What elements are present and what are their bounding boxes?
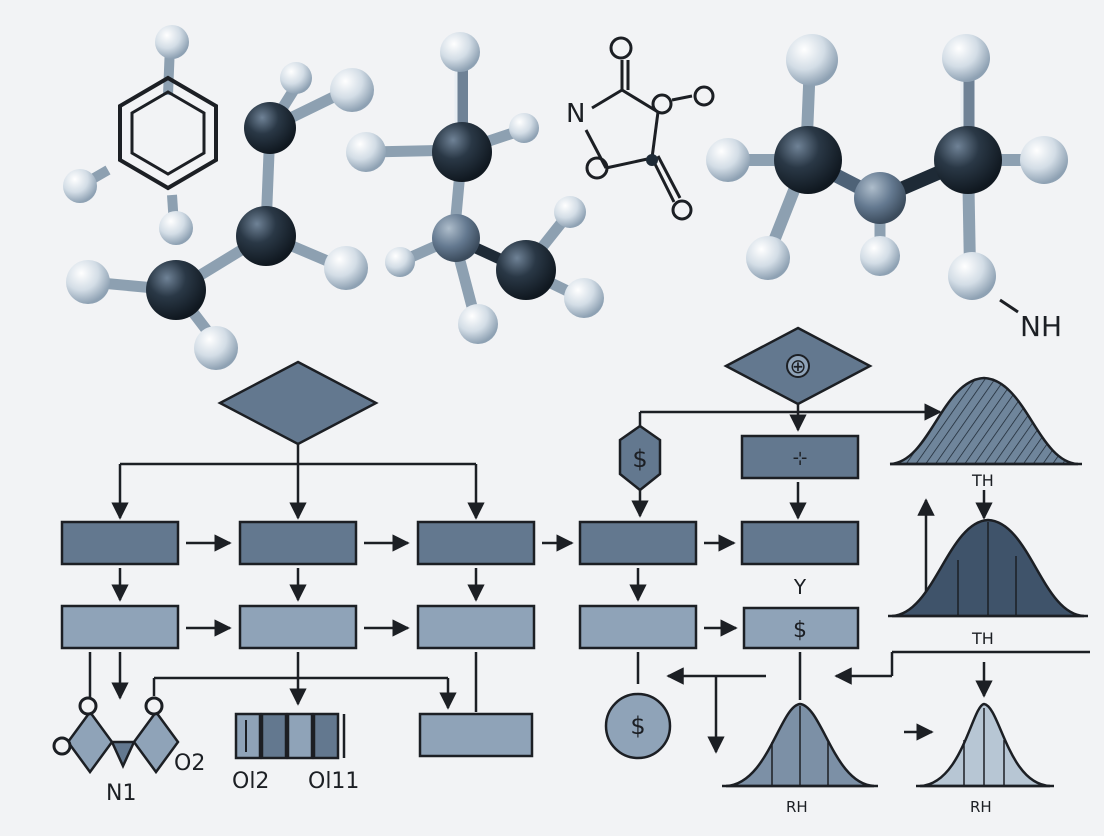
nitrogen-label: N (566, 99, 585, 129)
hydrogen-atom (564, 278, 604, 318)
process-box-r2c1 (60, 604, 180, 650)
circle-node (604, 692, 672, 760)
label-ol11: Ol11 (308, 769, 359, 794)
hydrogen-atom (509, 113, 539, 143)
distribution-label-bottom-right: RH (970, 798, 992, 816)
distribution-label-middle: TH (971, 629, 994, 648)
label-o2: O2 (174, 751, 205, 776)
box-symbol-upper: ⊹ (792, 448, 807, 469)
circle-symbol: $ (630, 712, 645, 740)
process-box-r1c1 (60, 520, 180, 566)
distribution-label-bottom-left: RH (786, 798, 808, 816)
molecule-benzene-chain (63, 25, 374, 370)
junction-symbol: Y (793, 575, 807, 599)
process-box-right-r2c2 (742, 606, 860, 650)
hydrogen-atom (860, 236, 900, 276)
hydrogen-atom (948, 252, 996, 300)
oxygen-atom-left (585, 156, 609, 180)
hydrogen-atom (155, 25, 189, 59)
hydrogen-atom (346, 132, 386, 172)
flowchart-right (578, 326, 1090, 760)
molecule-center-branched (346, 32, 604, 344)
process-box-r1c2 (238, 520, 358, 566)
oxygen-atom (144, 696, 164, 716)
process-box-right-r1c1 (578, 520, 698, 566)
process-box-r3c3 (418, 712, 534, 758)
flowchart-left (60, 360, 574, 758)
molecule-right-ethyl: NH (706, 34, 1068, 343)
process-box-r2c2 (238, 604, 358, 650)
distribution-top-hatched: TH (889, 376, 1082, 490)
hydrogen-atom (942, 34, 990, 82)
decision-diamond-top (217, 360, 379, 446)
hydrogen-atom (786, 34, 838, 86)
oxygen-atom-right (693, 85, 715, 107)
hydrogen-atom (159, 211, 193, 245)
oxygen-atom (52, 736, 72, 756)
carbon-atom (934, 126, 1002, 194)
label-n1: N1 (106, 781, 136, 806)
process-box-r2c3 (416, 604, 536, 650)
carbon-atom (432, 122, 492, 182)
nitrogen-atom (854, 172, 906, 224)
diamond-symbol: ⊕ (790, 354, 807, 378)
structure-dioxo-bridge: O2 N1 (52, 696, 205, 806)
hydrogen-atom (554, 196, 586, 228)
hydrogen-atom (66, 260, 110, 304)
hydrogen-atom (458, 304, 498, 344)
hydrogen-atom (440, 32, 480, 72)
structure-columns: Ol2 Ol11 (232, 712, 359, 794)
oxygen-atom-top (609, 36, 633, 60)
carbon-atom (774, 126, 842, 194)
hexagon-node (618, 424, 662, 492)
hexagon-symbol: $ (632, 445, 647, 473)
oxygen-atom (78, 696, 98, 716)
lactone-structure: N (566, 36, 715, 221)
hydrogen-atom (63, 169, 97, 203)
carbon-atom (244, 102, 296, 154)
distribution-middle: TH (888, 518, 1088, 648)
benzene-ring (118, 75, 218, 191)
box-symbol-lower: $ (793, 618, 807, 643)
process-box-r1c3 (416, 520, 536, 566)
nitrogen-atom (432, 214, 480, 262)
hydrogen-atom (194, 326, 238, 370)
process-box-right-r2c1 (578, 604, 698, 650)
hydrogen-atom (706, 138, 750, 182)
hydrogen-atom (746, 236, 790, 280)
hydrogen-atom (280, 62, 312, 94)
carbon-atom (236, 206, 296, 266)
label-ol2: Ol2 (232, 769, 269, 794)
distribution-bottom-right: RH (916, 702, 1054, 816)
distribution-label-top: TH (971, 471, 994, 490)
hydrogen-atom (330, 68, 374, 112)
hydrogen-atom (324, 246, 368, 290)
distribution-bottom-left: RH (722, 702, 878, 816)
hydrogen-atom (385, 247, 415, 277)
carbon-atom (146, 260, 206, 320)
oxygen-atom-ring (651, 93, 673, 115)
hydrogen-atom (1020, 136, 1068, 184)
carbon-atom (496, 240, 556, 300)
amine-label: NH (1020, 310, 1062, 343)
process-box-right-top (740, 434, 860, 480)
oxygen-atom-bottom (671, 199, 693, 221)
process-box-right-r1c2 (740, 520, 860, 566)
